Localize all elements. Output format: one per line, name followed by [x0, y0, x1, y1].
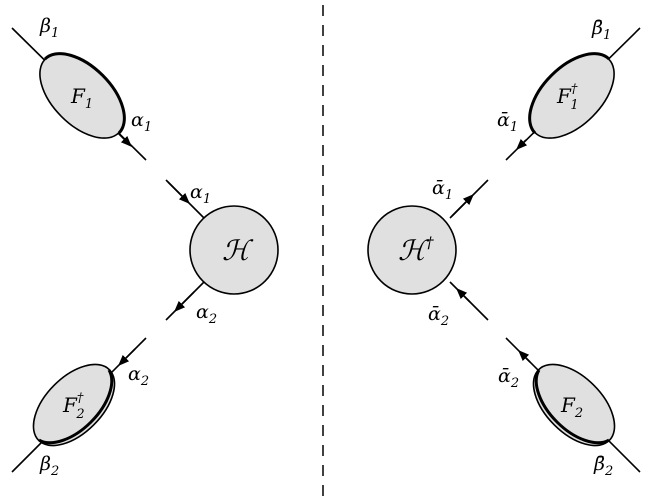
alpha1-top-label: α1 [131, 109, 152, 135]
H-blob [189, 205, 279, 295]
arrow-alpha2-mid [174, 291, 195, 312]
balpha2-low-label: ᾱ2 [498, 365, 519, 391]
balpha1-mid-label: ᾱ1 [432, 177, 453, 203]
blob-F2 [532, 363, 616, 447]
blob-F1dag [528, 52, 615, 139]
blob-F1 [39, 52, 126, 139]
Hdag-blob [367, 205, 457, 295]
F1-label: F1 [70, 84, 93, 112]
Hdag-label: ℋ† [398, 233, 435, 267]
arrow-balpha2-mid [456, 288, 471, 303]
F2dag-label: F†2 [62, 391, 85, 422]
balpha1-top-label: ᾱ1 [497, 109, 518, 135]
arrow-balpha1-top [516, 138, 528, 150]
blob-F2dag [32, 363, 116, 447]
beta2-label: β2 [39, 453, 59, 479]
arrow-alpha1-mid [167, 181, 190, 204]
alpha2-low-label: α2 [128, 363, 149, 389]
F2-label: F2 [560, 393, 583, 421]
bbeta2-label: β̄2 [593, 453, 613, 479]
beta1-label: β1 [39, 15, 59, 41]
alpha2-mid-label: α2 [196, 301, 217, 327]
balpha2-mid-label: ᾱ2 [428, 303, 449, 329]
bbeta1-label: β̄1 [591, 17, 611, 43]
H-label: ℋ [222, 234, 254, 267]
arrow-balpha1-mid [451, 194, 474, 217]
alpha1-mid-label: α1 [190, 181, 211, 207]
arrow-balpha2-low [518, 350, 531, 363]
arrow-alpha2-low [118, 348, 136, 366]
F1dag-label: F†1 [556, 82, 579, 113]
